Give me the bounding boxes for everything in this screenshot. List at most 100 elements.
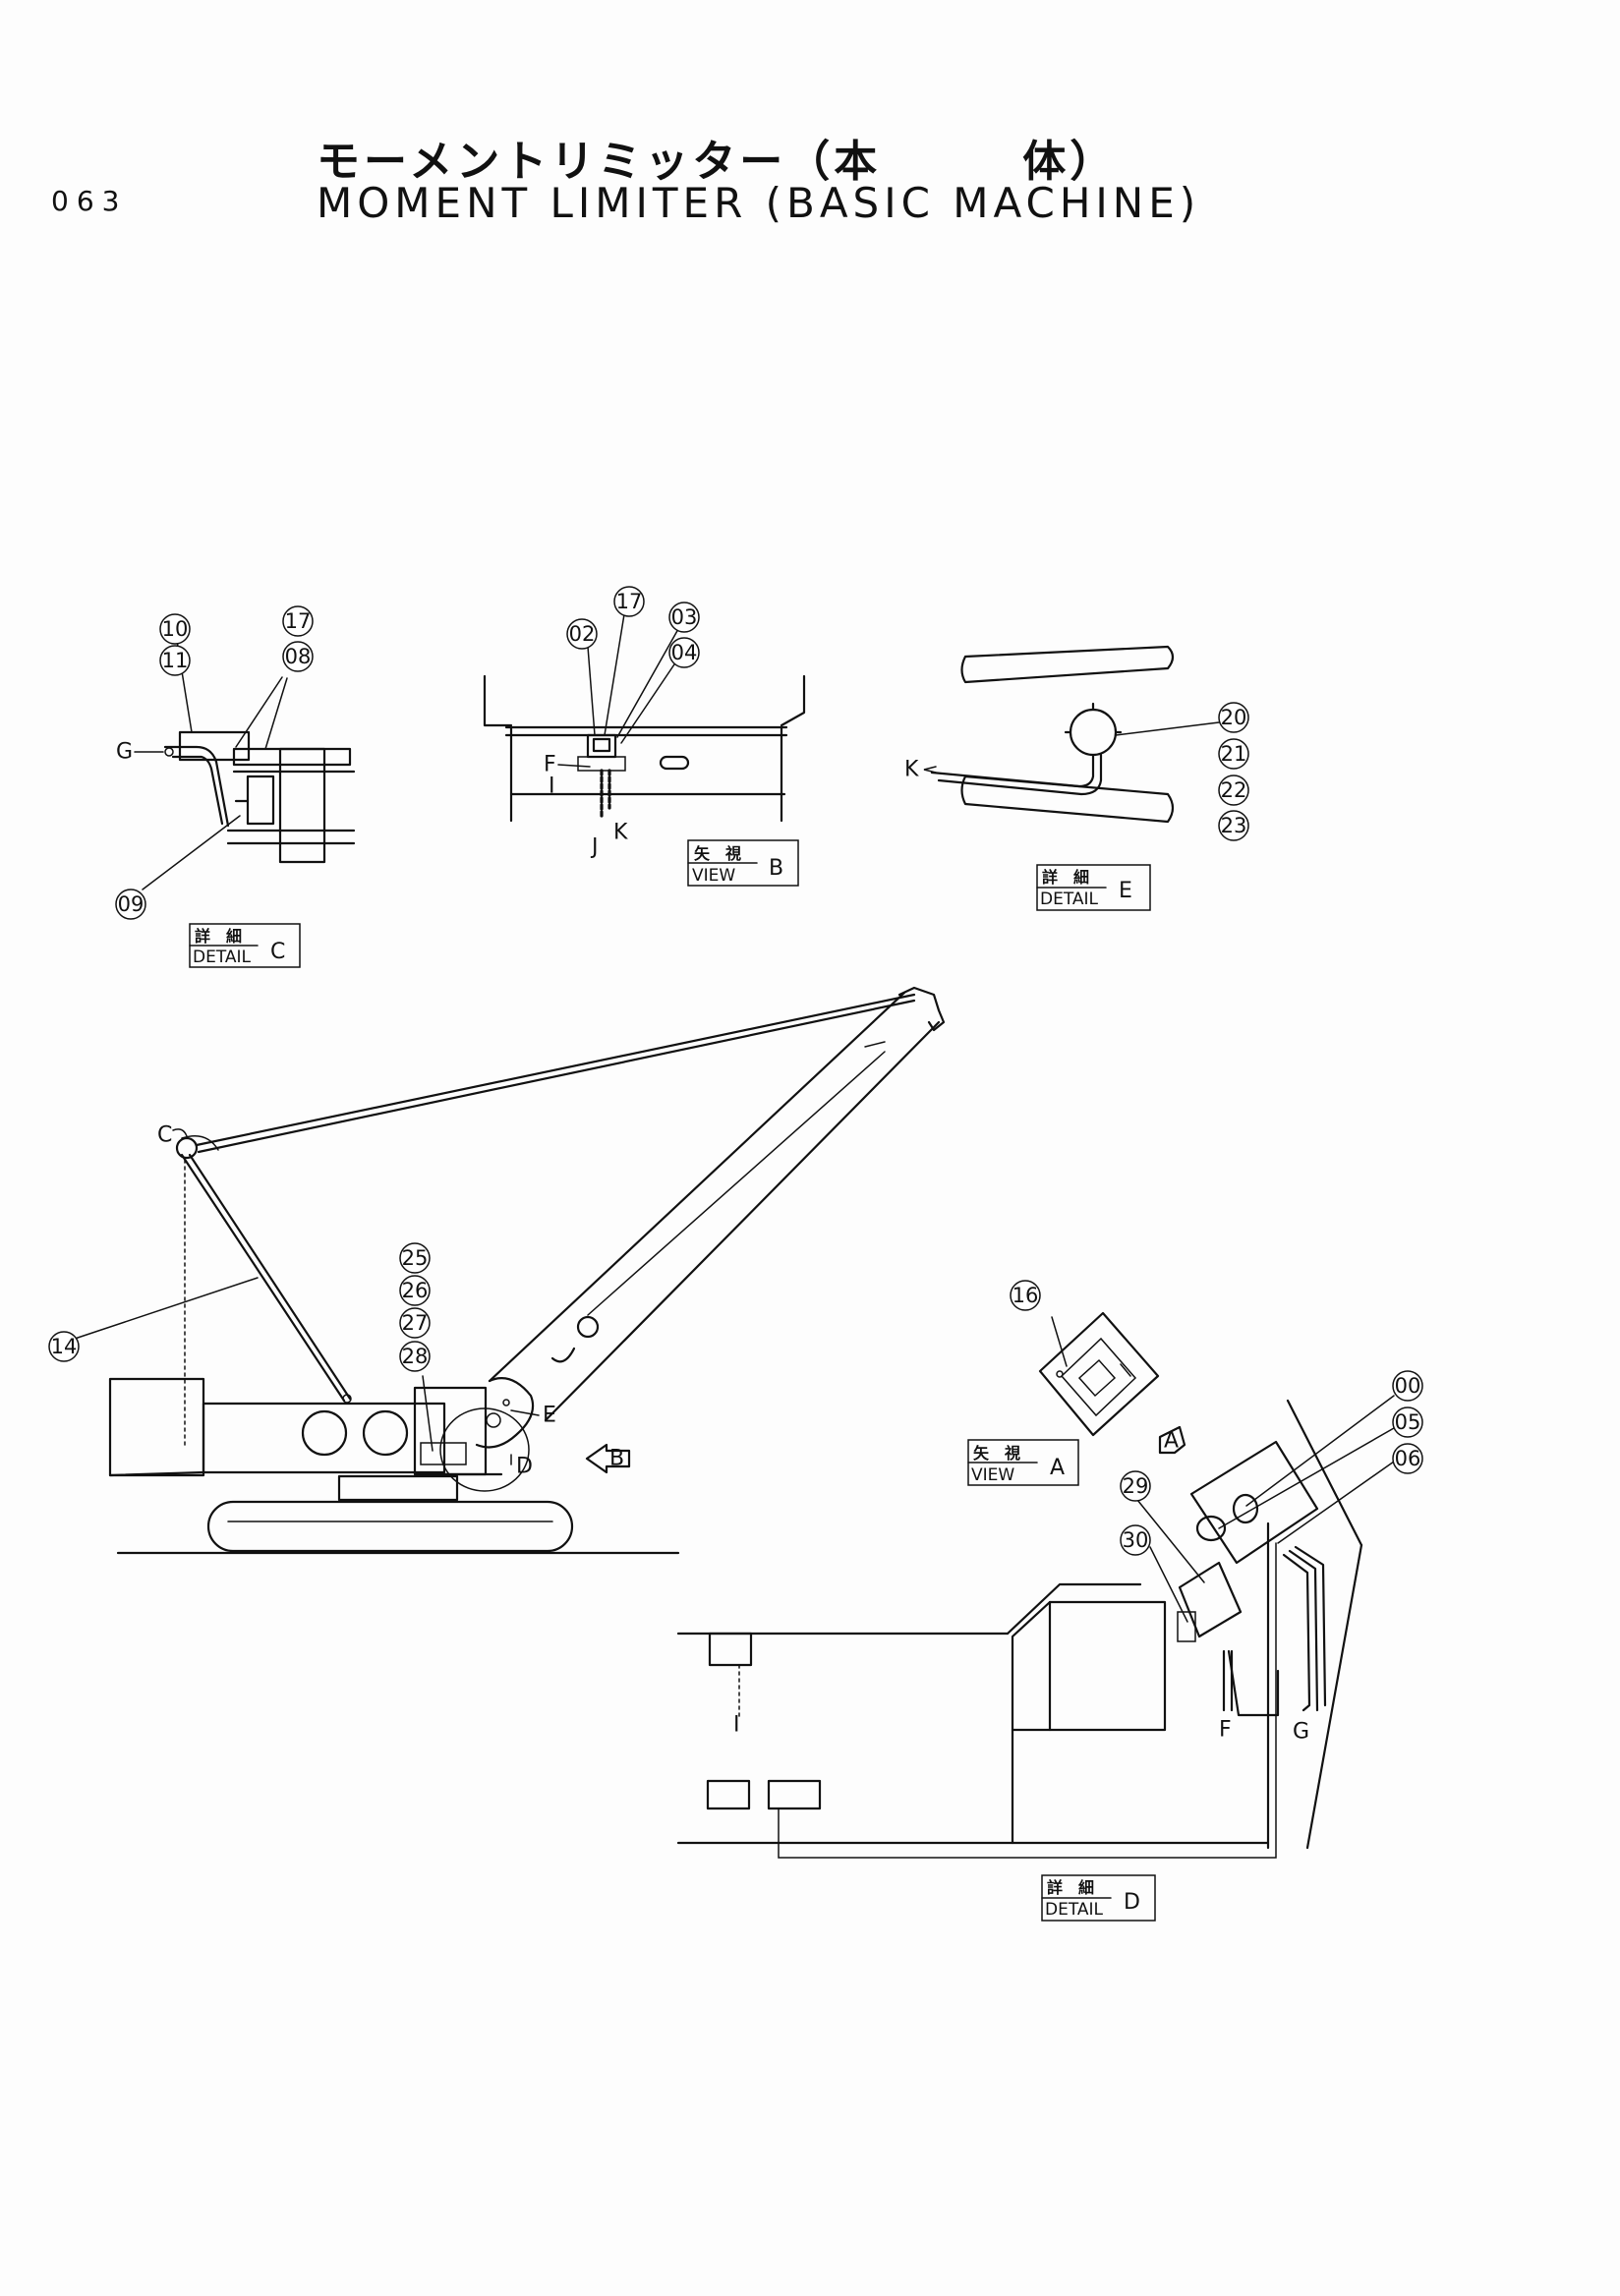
- callout-16: 16: [1010, 1280, 1041, 1311]
- boom-lower-chord: [544, 1020, 941, 1422]
- hoist-rope: [587, 1051, 886, 1316]
- crane-letter-c: C: [157, 1123, 172, 1148]
- detail-e-sensor: [1069, 708, 1118, 757]
- leader-20-23: [1115, 721, 1220, 736]
- leader-e: [510, 1409, 540, 1416]
- detail-c-rail-upper: [232, 747, 352, 767]
- leader-02: [587, 646, 596, 736]
- view-a-display-window: [1077, 1358, 1117, 1398]
- view-a-display-knob: [1056, 1370, 1064, 1378]
- detail-d-wire-loop: [778, 1542, 1277, 1859]
- svg-text:矢 視: 矢 視: [973, 1444, 1020, 1463]
- boom-pin-e: [502, 1399, 510, 1406]
- detail-d-frame-slope: [1006, 1582, 1142, 1636]
- view-b-sensor-inner: [592, 737, 611, 753]
- view-a-arrow-letter: A: [1164, 1429, 1179, 1454]
- leader-c: [172, 1128, 188, 1137]
- view-b-label: 矢 視 VIEW B: [687, 839, 799, 887]
- detail-d-bolt-2: [1232, 1493, 1259, 1524]
- boom-sheave: [864, 1041, 886, 1048]
- callout-23: 23: [1218, 810, 1249, 841]
- detail-e-tube-upper: [960, 645, 1175, 684]
- detail-e-label: 詳 細 DETAIL E: [1036, 864, 1151, 911]
- page-number: 063: [51, 185, 128, 217]
- detail-d-cable-g-2: [1288, 1549, 1319, 1712]
- svg-text:02: 02: [569, 622, 596, 646]
- detail-c-plate: [278, 747, 326, 864]
- leader-17-view-b: [604, 613, 625, 736]
- callout-20: 20: [1218, 702, 1249, 733]
- page-title-japanese: モーメントリミッター（本 体）: [317, 137, 1118, 187]
- pendant-line-2: [197, 999, 916, 1154]
- crane-upper-body: [202, 1402, 446, 1474]
- detail-d-sensor-box: [1178, 1561, 1243, 1638]
- crane-drum-1: [301, 1409, 348, 1457]
- callout-02: 02: [566, 618, 598, 650]
- svg-text:DETAIL: DETAIL: [1040, 890, 1099, 909]
- detail-d-cable-g-1: [1282, 1553, 1311, 1712]
- callout-28: 28: [399, 1341, 431, 1372]
- svg-text:30: 30: [1123, 1528, 1149, 1552]
- svg-text:08: 08: [285, 645, 312, 668]
- detail-d-label: 詳 細 DETAIL D: [1041, 1874, 1156, 1922]
- svg-text:16: 16: [1012, 1284, 1039, 1307]
- detail-d-cable-g-3: [1294, 1545, 1327, 1707]
- svg-text:27: 27: [402, 1311, 429, 1335]
- crane-drawing: E D C B: [74, 986, 946, 1555]
- detail-d-limiter-box: [1189, 1440, 1319, 1565]
- crane-drum-2: [362, 1409, 409, 1457]
- detail-d-cable-loop: [1227, 1649, 1280, 1717]
- leader-08-b: [264, 677, 288, 750]
- pendant-line: [195, 993, 916, 1147]
- detail-d-letter-g: G: [1293, 1720, 1309, 1745]
- detail-c-sensor: [246, 775, 275, 826]
- crane-slewing-base: [337, 1474, 459, 1502]
- svg-text:DETAIL: DETAIL: [1045, 1900, 1104, 1920]
- leader-09: [142, 815, 241, 890]
- view-b-letter-f: F: [544, 753, 556, 777]
- svg-text:C: C: [270, 940, 285, 964]
- gantry-strut-2: [188, 1153, 352, 1401]
- detail-d-zone: [439, 1407, 530, 1492]
- detail-d-letter-f: F: [1219, 1718, 1232, 1743]
- gantry-strut: [180, 1153, 346, 1403]
- svg-text:03: 03: [671, 605, 698, 629]
- svg-text:B: B: [769, 856, 783, 881]
- detail-c-drawing: G: [116, 640, 356, 890]
- crane-body-bottom: [108, 1470, 205, 1477]
- svg-text:詳 細: 詳 細: [195, 927, 242, 946]
- detail-c-cable: [163, 745, 230, 828]
- gantry-pin: [342, 1394, 352, 1404]
- detail-d-box-1: [706, 1779, 751, 1810]
- svg-text:25: 25: [402, 1246, 429, 1270]
- callout-14: 14: [48, 1331, 80, 1362]
- leader-30: [1149, 1546, 1188, 1623]
- svg-text:D: D: [1124, 1890, 1140, 1915]
- detail-e-arrow-k: [923, 766, 937, 774]
- callout-17-view-b: 17: [613, 586, 645, 617]
- view-b-letter-j: J: [590, 835, 599, 860]
- svg-text:21: 21: [1221, 742, 1247, 766]
- crane-letter-b: B: [609, 1447, 624, 1471]
- callout-11: 11: [159, 645, 191, 676]
- page-title-english: MOMENT LIMITER (BASIC MACHINE): [317, 179, 1201, 227]
- view-b-letter-k: K: [613, 821, 628, 845]
- leader-06: [1277, 1461, 1395, 1544]
- view-b-mount: [577, 756, 626, 772]
- view-b-slot: [659, 755, 690, 771]
- detail-e-letter-k: K: [904, 758, 919, 782]
- leader-14: [74, 1277, 259, 1340]
- detail-c-cable-2: [171, 755, 224, 826]
- detail-e-cable: [930, 753, 1095, 788]
- callout-21: 21: [1218, 738, 1249, 770]
- svg-text:VIEW: VIEW: [971, 1465, 1014, 1485]
- svg-text:22: 22: [1221, 778, 1247, 802]
- detail-d-junction-box: [708, 1632, 753, 1667]
- callout-27: 27: [399, 1307, 431, 1339]
- svg-text:29: 29: [1123, 1474, 1149, 1498]
- svg-text:10: 10: [162, 617, 189, 641]
- svg-text:09: 09: [118, 892, 145, 916]
- detail-e-drawing: K: [904, 645, 1220, 824]
- callout-08: 08: [282, 641, 314, 672]
